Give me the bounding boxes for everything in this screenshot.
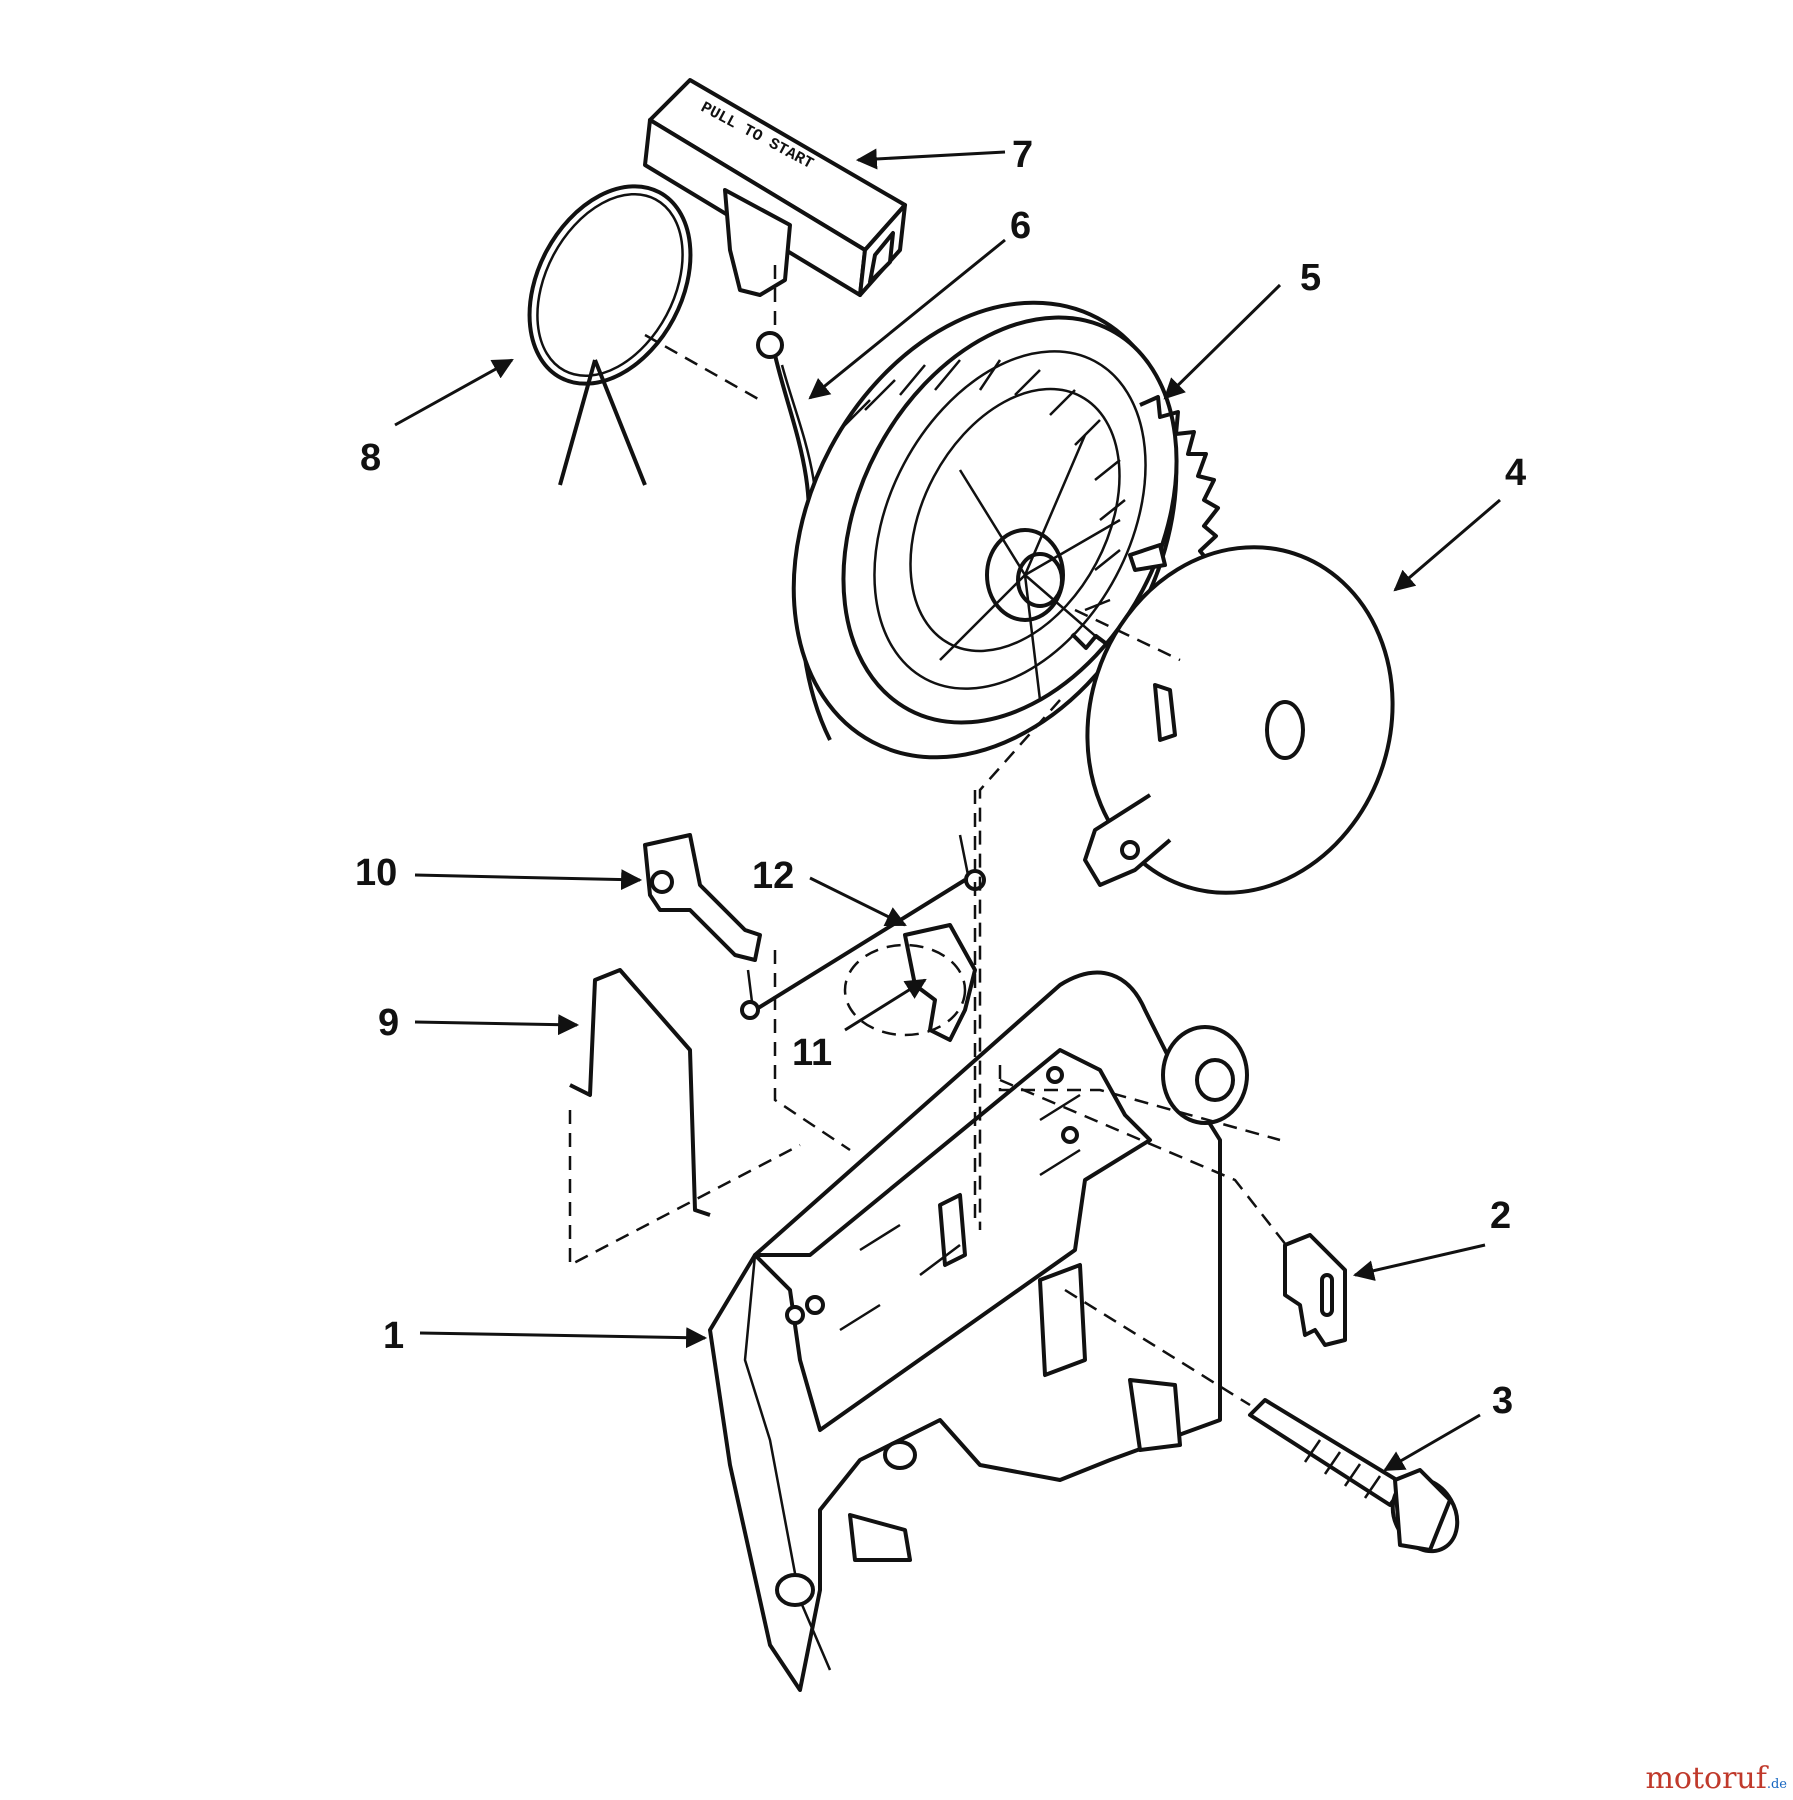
callout-10: 10	[355, 852, 397, 894]
callout-1: 1	[383, 1315, 404, 1357]
callout-5: 5	[1300, 257, 1321, 299]
callout-6: 6	[1010, 205, 1031, 247]
part-4-spring-cover	[1083, 543, 1395, 895]
callout-9: 9	[378, 1002, 399, 1044]
part-2-clip	[1283, 1233, 1347, 1347]
callout-2: 2	[1490, 1195, 1511, 1237]
callout-8: 8	[360, 437, 381, 479]
part-7-pull-handle: PULL TO START	[643, 78, 907, 297]
callout-7: 7	[1012, 134, 1033, 176]
assembly-lines	[568, 265, 1291, 1407]
watermark-main: motoruf	[1645, 1761, 1767, 1796]
callout-labels: 7 6 5 4 8 10 12 11 9 1 2 3	[355, 134, 1526, 1422]
callout-3: 3	[1492, 1380, 1513, 1422]
watermark-logo: motoruf.de	[1645, 1761, 1787, 1796]
callout-leaders	[394, 148, 1501, 1472]
callout-11: 11	[792, 1032, 832, 1074]
callout-12: 12	[752, 855, 794, 897]
part-5-starter-pulley	[791, 300, 1220, 760]
callout-4: 4	[1505, 452, 1526, 494]
part-3-shoulder-bolt	[1248, 1398, 1460, 1554]
part-10-lock-tab	[643, 833, 762, 962]
part-8-wire-ring	[527, 184, 693, 486]
part-9-wire-link	[569, 968, 711, 1217]
part-12-spring	[740, 834, 986, 1020]
watermark-suffix: .de	[1766, 1777, 1787, 1792]
part-1-mounting-bracket	[708, 970, 1249, 1692]
